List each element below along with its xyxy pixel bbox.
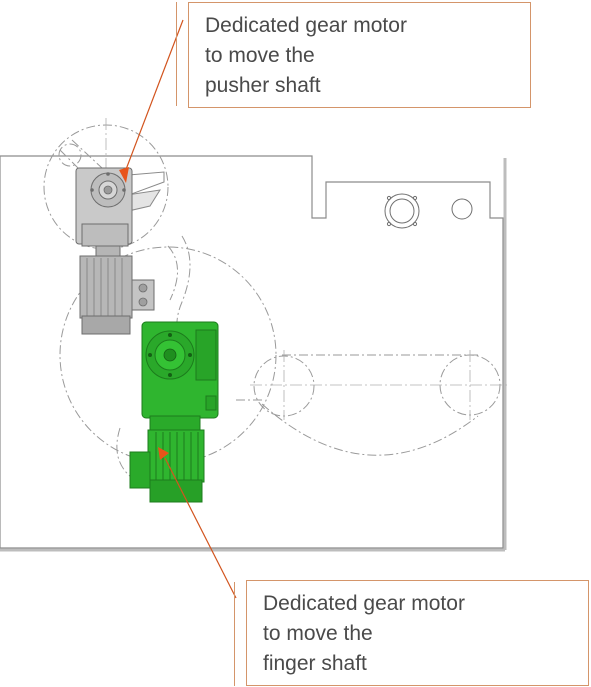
leader-line-top — [119, 19, 184, 183]
callout-bottom-bracket — [234, 582, 235, 686]
callout-pusher-shaft: Dedicated gear motor to move the pusher … — [188, 2, 531, 108]
frame-fittings — [384, 193, 473, 229]
callout-finger-shaft: Dedicated gear motor to move the finger … — [246, 580, 589, 686]
machine-frame — [0, 155, 507, 552]
callout-top-line-2: to move the — [205, 44, 315, 67]
callout-bottom-line-3: finger shaft — [263, 652, 367, 675]
callout-bottom-line-1: Dedicated gear motor — [263, 592, 465, 615]
callout-top-bracket — [176, 2, 177, 106]
pusher-gear-motor — [75, 167, 165, 335]
callout-top-line-3: pusher shaft — [205, 74, 321, 97]
leader-line-bottom — [158, 447, 237, 599]
finger-gear-motor — [129, 321, 219, 503]
callout-bottom-line-2: to move the — [263, 622, 373, 645]
callout-top-line-1: Dedicated gear motor — [205, 14, 407, 37]
